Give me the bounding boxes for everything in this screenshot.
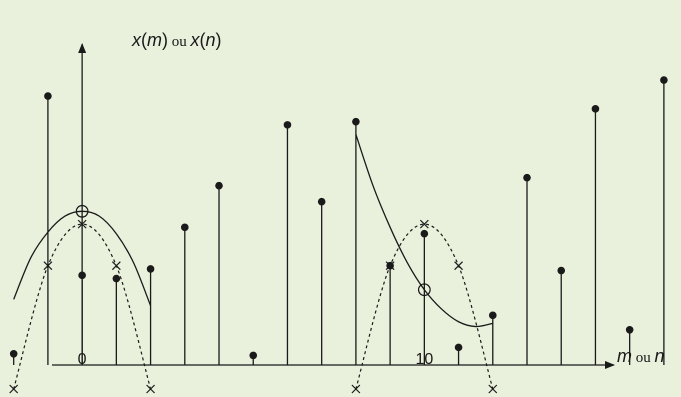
windowed-sample-cross bbox=[9, 384, 19, 394]
y-label-var1: x bbox=[131, 30, 142, 50]
cross-stroke bbox=[454, 261, 463, 271]
marks-layer bbox=[9, 76, 668, 394]
x-tick-label: 0 bbox=[78, 351, 87, 368]
interpolation-circle bbox=[417, 283, 431, 297]
y-label-paren-close-1: ) bbox=[162, 30, 168, 50]
sample-dot bbox=[591, 105, 600, 113]
windowed-sample-cross bbox=[43, 261, 53, 271]
dashed-curve-right bbox=[355, 223, 494, 390]
sample-dot bbox=[215, 181, 223, 190]
sample-dot bbox=[523, 173, 531, 182]
y-label-paren-open-1: ( bbox=[141, 30, 147, 50]
interpolation-circle bbox=[75, 204, 89, 218]
cross-stroke bbox=[385, 261, 395, 271]
windowed-sample-cross bbox=[419, 219, 429, 229]
axes-layer bbox=[52, 43, 615, 369]
windowed-sample-cross bbox=[146, 384, 155, 394]
cross-stroke bbox=[9, 384, 19, 394]
sample-dot bbox=[44, 92, 52, 100]
sample-dot bbox=[317, 197, 326, 206]
sample-dot bbox=[488, 311, 497, 320]
y-label-arg1: m bbox=[147, 30, 162, 50]
sample-dot bbox=[283, 121, 292, 129]
windowed-sample-cross bbox=[111, 261, 121, 271]
y-label-arg2: n bbox=[206, 30, 216, 50]
y-label-paren-open-2: ( bbox=[200, 30, 206, 50]
stems-layer bbox=[13, 80, 665, 365]
cross-stroke bbox=[488, 384, 498, 394]
windowed-sample-cross bbox=[351, 384, 361, 394]
y-label-separator: ou bbox=[168, 34, 191, 50]
sample-dot bbox=[557, 266, 566, 275]
sample-dot bbox=[249, 351, 258, 360]
cross-stroke bbox=[146, 384, 155, 394]
x-label-var1: m bbox=[617, 346, 632, 366]
sample-dot bbox=[180, 223, 189, 232]
y-label-var2: x bbox=[190, 30, 201, 50]
x-tick-label: 10 bbox=[415, 351, 433, 368]
cross-stroke bbox=[419, 219, 429, 229]
y-axis-label: x(m) ou x(n) bbox=[131, 30, 222, 50]
x-axis-label: m ou n bbox=[617, 346, 665, 366]
sample-dot bbox=[352, 117, 360, 126]
cross-stroke bbox=[43, 261, 53, 271]
sample-dot bbox=[660, 76, 668, 84]
sample-dot bbox=[420, 229, 429, 238]
x-label-separator: ou bbox=[632, 350, 655, 366]
windowed-sample-cross bbox=[454, 261, 463, 271]
windowed-sample-cross bbox=[385, 261, 395, 271]
windowed-sample-cross bbox=[488, 384, 498, 394]
x-label-var2: n bbox=[655, 346, 665, 366]
sample-dot bbox=[112, 274, 121, 283]
dashed-curve-left bbox=[13, 223, 152, 390]
sample-dot bbox=[146, 265, 155, 273]
cross-stroke bbox=[351, 384, 361, 394]
cross-stroke bbox=[111, 261, 121, 271]
cross-stroke bbox=[77, 219, 87, 229]
windowed-sample-cross bbox=[77, 219, 87, 229]
sample-dot bbox=[9, 349, 18, 358]
sample-dot bbox=[625, 325, 634, 334]
y-label-paren-close-2: ) bbox=[216, 30, 222, 50]
sample-dot bbox=[78, 271, 86, 280]
sample-dot bbox=[454, 343, 463, 352]
